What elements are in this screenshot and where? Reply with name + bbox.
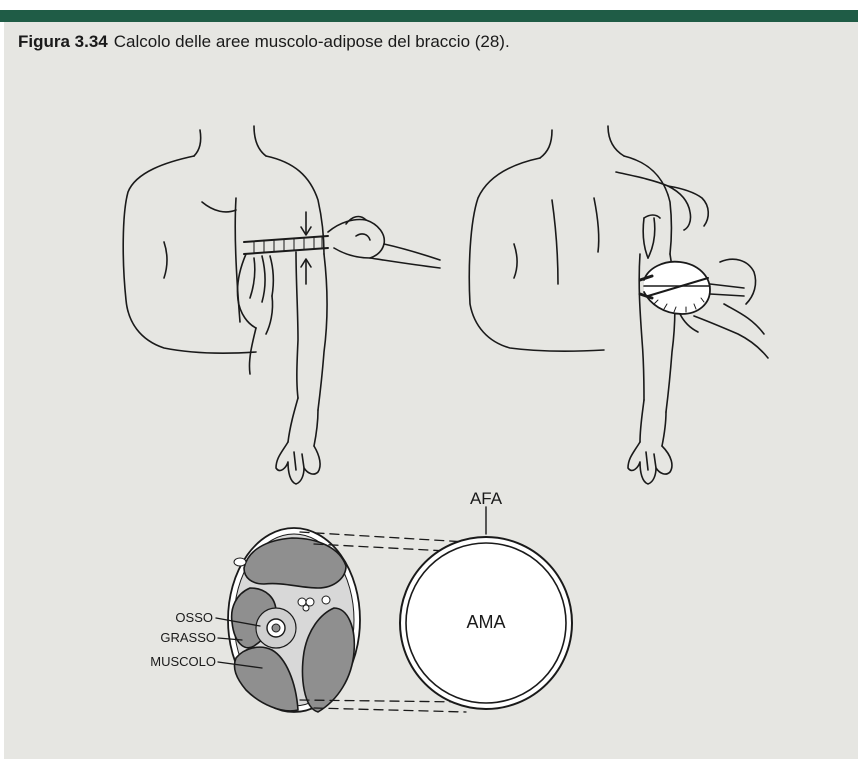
osso-label: OSSO — [175, 610, 213, 625]
header-bar — [0, 10, 858, 22]
right-figure-caliper — [469, 126, 768, 484]
area-circles — [400, 507, 572, 709]
arm-cross-section — [228, 528, 360, 712]
figure-illustration: AFA AMA OSSO GRASSO MUSCOLO — [4, 22, 858, 759]
ama-label: AMA — [466, 612, 505, 632]
afa-label: AFA — [470, 489, 503, 508]
muscolo-label: MUSCOLO — [150, 654, 216, 669]
left-figure-measuring-tape — [123, 126, 440, 484]
grasso-label: GRASSO — [160, 630, 216, 645]
